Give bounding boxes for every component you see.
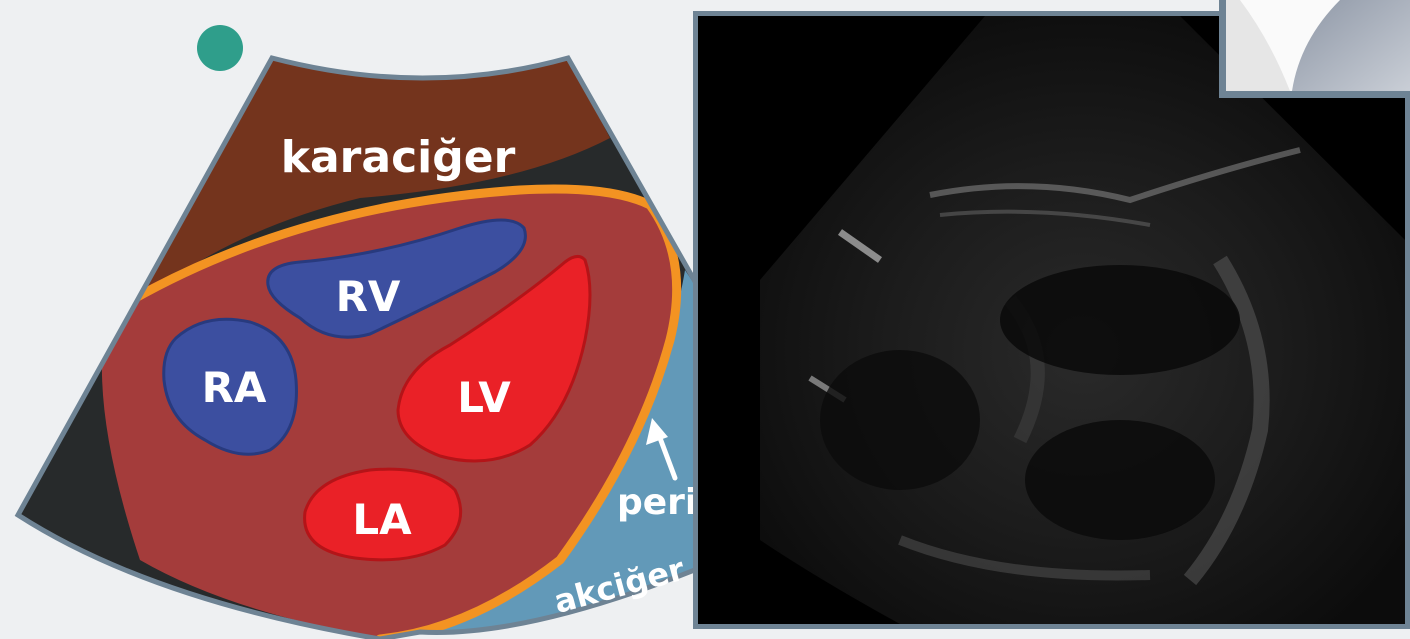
rv-label: RV: [336, 272, 401, 321]
la-label: LA: [352, 495, 412, 544]
photo-thumbnail: [1219, 0, 1410, 98]
lv-label: LV: [457, 373, 511, 422]
marker-dot: [197, 25, 243, 71]
liver-label: karaciğer: [281, 132, 516, 183]
ultrasound-image: [693, 11, 1410, 629]
ra-label: RA: [202, 363, 267, 412]
